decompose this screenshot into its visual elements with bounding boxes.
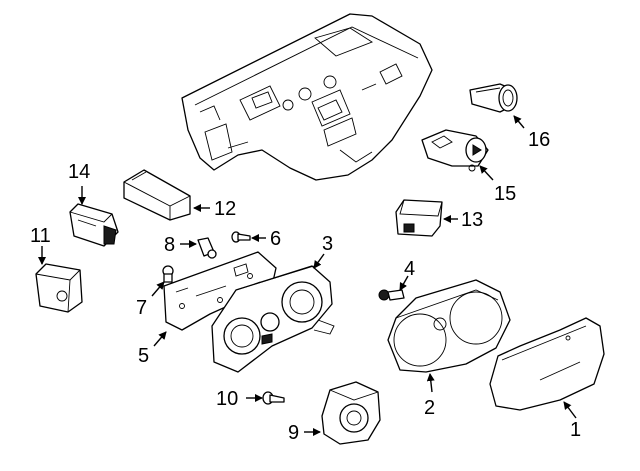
callout-3: 3 — [322, 233, 333, 255]
module-part-12 — [123, 169, 191, 221]
switch-module-part-13 — [395, 199, 443, 237]
callout-4: 4 — [404, 258, 415, 280]
bulb-part-8 — [197, 237, 217, 259]
callout-1: 1 — [570, 419, 581, 441]
callout-4-leader — [399, 275, 409, 291]
instrument-cluster-part-3 — [211, 265, 335, 373]
callout-3-leader — [313, 253, 325, 269]
callout-10: 10 — [216, 388, 238, 410]
callout-13: 13 — [461, 209, 483, 231]
callout-15-leader — [479, 165, 494, 181]
callout-1-leader — [563, 401, 577, 419]
callout-2: 2 — [424, 397, 435, 419]
callout-7-leader — [151, 281, 165, 297]
callout-11: 11 — [30, 225, 51, 247]
bulb-part-7 — [162, 265, 174, 283]
cluster-hood-part-1 — [489, 317, 605, 411]
instrument-panel-illustration — [181, 13, 433, 181]
callout-14: 14 — [68, 161, 90, 183]
switch-part-11 — [35, 263, 83, 313]
power-socket-part — [469, 83, 518, 113]
callout-5-leader — [153, 331, 167, 347]
callout-16: 16 — [528, 129, 550, 151]
callout-9: 9 — [288, 422, 299, 444]
screw-part-10 — [262, 391, 285, 405]
cluster-lens-part-2 — [387, 279, 511, 373]
switch-part-14 — [69, 203, 119, 247]
callout-15: 15 — [494, 183, 516, 205]
callout-6: 6 — [270, 228, 281, 250]
callout-7: 7 — [136, 297, 147, 319]
switch-part-15 — [421, 129, 489, 172]
callout-5: 5 — [138, 345, 149, 367]
switch-assembly-part-9 — [321, 381, 381, 445]
callout-12: 12 — [214, 198, 236, 220]
callout-8: 8 — [164, 234, 175, 256]
callout-2-leader — [426, 373, 435, 393]
callout-16-leader — [513, 115, 525, 129]
screw-part-4 — [378, 289, 405, 301]
screw-part-6 — [231, 231, 251, 243]
